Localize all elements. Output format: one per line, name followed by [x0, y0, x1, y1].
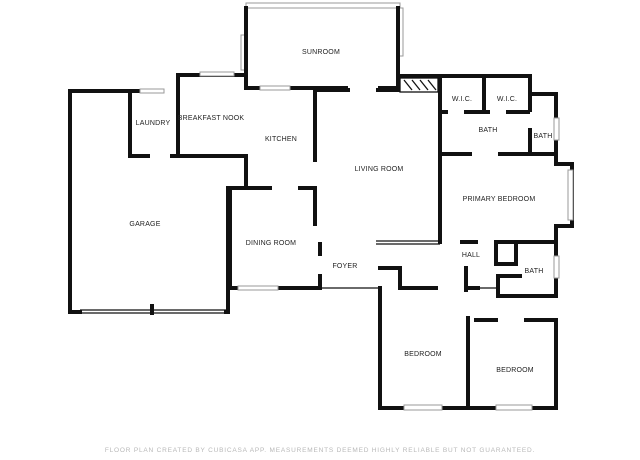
- laundry-kitchen-walls: [128, 71, 317, 226]
- room-label-dining-room: DINING ROOM: [246, 240, 296, 247]
- room-label-garage: GARAGE: [129, 221, 160, 228]
- room-label-laundry: LAUNDRY: [136, 120, 171, 127]
- room-label-primary-bedroom: PRIMARY BEDROOM: [463, 196, 536, 203]
- room-label-living-room: LIVING ROOM: [355, 166, 404, 173]
- fireplace: [399, 77, 439, 93]
- primary-suite-walls: [438, 74, 574, 244]
- room-label-kitchen: KITCHEN: [265, 136, 297, 143]
- room-label-foyer: FOYER: [332, 263, 357, 270]
- room-label-bedroom-1: BEDROOM: [404, 351, 442, 358]
- room-label-bath-2: BATH: [534, 133, 553, 140]
- room-label-breakfast-nook: BREAKFAST NOOK: [178, 115, 245, 122]
- sunroom-walls: [240, 2, 404, 91]
- living-room-walls: [313, 74, 442, 289]
- room-label-wic-2: W.I.C.: [497, 96, 517, 103]
- hall-bath-walls: [464, 240, 560, 298]
- room-label-bath-3: BATH: [525, 268, 544, 275]
- room-label-sunroom: SUNROOM: [302, 49, 340, 56]
- room-label-wic-1: W.I.C.: [452, 96, 472, 103]
- bedroom-walls: [378, 266, 558, 411]
- room-label-bedroom-2: BEDROOM: [496, 367, 534, 374]
- room-label-bath-1: BATH: [479, 127, 498, 134]
- room-label-hall: HALL: [462, 252, 480, 259]
- floor-plan-disclaimer: FLOOR PLAN CREATED BY CUBICASA APP. MEAS…: [104, 447, 536, 454]
